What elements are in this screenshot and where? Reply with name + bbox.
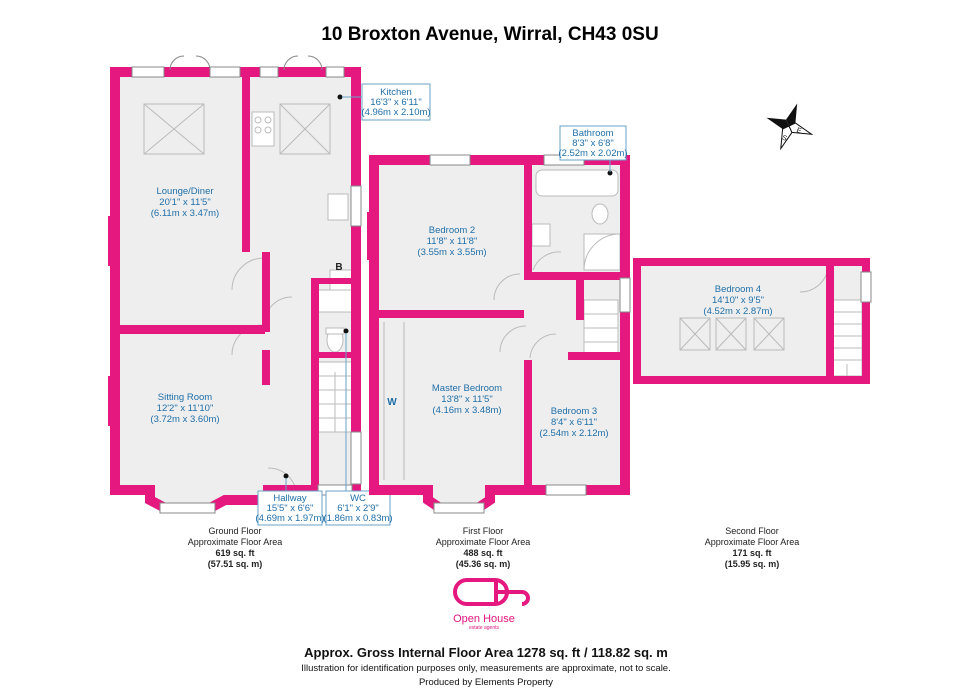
room-label-bathroom: Bathroom 8'3" x 6'8" (2.52m x 2.02m) xyxy=(558,125,628,172)
floor-caption: Approximate Floor Area xyxy=(705,537,800,547)
room-name: Master Bedroom xyxy=(432,383,502,394)
compass-e: E xyxy=(795,127,802,135)
room-label-master: Master Bedroom 13'8" x 11'5" (4.16m x 3.… xyxy=(432,383,502,416)
room-dimensions-metric: (1.86m x 0.83m) xyxy=(323,513,392,524)
floor-sqft: 171 sq. ft xyxy=(732,548,771,558)
room-name: Kitchen xyxy=(380,87,412,98)
logo-name: Open House xyxy=(453,613,515,625)
room-label-wc: WC 6'1" x 2'9" (1.86m x 0.83m) xyxy=(323,333,393,526)
producer-credit: Produced by Elements Property xyxy=(419,677,553,688)
floor-sqft: 619 sq. ft xyxy=(215,548,254,558)
room-name: Hallway xyxy=(273,493,307,504)
room-dimensions-imperial: 8'4" x 6'11" xyxy=(551,417,597,428)
room-name: Bedroom 3 xyxy=(551,406,597,417)
room-dimensions-metric: (3.72m x 3.60m) xyxy=(150,414,219,425)
room-dimensions-metric: (4.69m x 1.97m) xyxy=(255,513,324,524)
ground-floor-plan: B xyxy=(108,55,362,514)
room-dimensions-imperial: 8'3" x 6'8" xyxy=(572,138,614,149)
compass-icon: N E S W xyxy=(766,103,814,151)
room-name: Bedroom 4 xyxy=(715,284,761,295)
room-dimensions-metric: (3.55m x 3.55m) xyxy=(417,247,486,258)
compass-w: W xyxy=(774,119,783,128)
gross-floor-area: Approx. Gross Internal Floor Area 1278 s… xyxy=(304,645,668,660)
room-dimensions-imperial: 13'8" x 11'5" xyxy=(441,394,492,405)
floor-caption-first: First Floor Approximate Floor Area 488 s… xyxy=(436,526,531,569)
page-title: 10 Broxton Avenue, Wirral, CH43 0SU xyxy=(321,24,658,45)
room-dimensions-metric: (4.16m x 3.48m) xyxy=(432,405,501,416)
floor-sqm: (45.36 sq. m) xyxy=(456,559,511,569)
room-label-kitchen: Kitchen 16'3" x 6'11" (4.96m x 2.10m) xyxy=(342,83,431,121)
room-name: Bathroom xyxy=(572,128,613,139)
room-dimensions-imperial: 20'1" x 11'5" xyxy=(159,197,210,208)
wardrobe-marker: W xyxy=(387,397,397,408)
room-dimensions-metric: (6.11m x 3.47m) xyxy=(151,208,219,219)
second-floor-plan xyxy=(633,258,872,384)
compass-s: S xyxy=(781,135,788,143)
room-label-bedroom4: Bedroom 4 14'10" x 9'5" (4.52m x 2.87m) xyxy=(703,284,772,317)
room-dimensions-metric: (2.52m x 2.02m) xyxy=(558,148,627,159)
floor-caption: Approximate Floor Area xyxy=(188,537,283,547)
room-label-lounge: Lounge/Diner 20'1" x 11'5" (6.11m x 3.47… xyxy=(151,186,219,219)
room-label-sitting: Sitting Room 12'2" x 11'10" (3.72m x 3.6… xyxy=(150,392,219,425)
floor-sqft: 488 sq. ft xyxy=(463,548,502,558)
floor-name: Ground Floor xyxy=(208,526,261,536)
logo-tagline: estate agents xyxy=(469,625,500,631)
room-name: Bedroom 2 xyxy=(429,225,475,236)
room-dimensions-metric: (4.96m x 2.10m) xyxy=(361,107,430,118)
room-dimensions-imperial: 16'3" x 6'11" xyxy=(370,97,421,108)
room-name: WC xyxy=(350,493,366,504)
room-dimensions-imperial: 14'10" x 9'5" xyxy=(712,295,764,306)
floor-caption-ground: Ground Floor Approximate Floor Area 619 … xyxy=(188,526,283,569)
floor-name: First Floor xyxy=(463,526,504,536)
room-dimensions-imperial: 6'1" x 2'9" xyxy=(337,503,379,514)
disclaimer: Illustration for identification purposes… xyxy=(301,663,670,674)
open-house-logo: Open House estate agents xyxy=(453,578,530,631)
floor-sqm: (57.51 sq. m) xyxy=(208,559,263,569)
room-dimensions-imperial: 15'5" x 6'6" xyxy=(267,503,314,514)
room-dimensions-metric: (2.54m x 2.12m) xyxy=(539,428,608,439)
room-label-hallway: Hallway 15'5" x 6'6" (4.69m x 1.97m) xyxy=(255,478,325,526)
compass-n: N xyxy=(789,111,796,119)
floor-name: Second Floor xyxy=(725,526,779,536)
room-dimensions-metric: (4.52m x 2.87m) xyxy=(703,306,772,317)
room-label-bedroom2: Bedroom 2 11'8" x 11'8" (3.55m x 3.55m) xyxy=(417,225,486,258)
floor-caption: Approximate Floor Area xyxy=(436,537,531,547)
first-floor-plan: W xyxy=(367,154,631,514)
room-dimensions-imperial: 11'8" x 11'8" xyxy=(427,236,478,247)
room-name: Sitting Room xyxy=(158,392,212,403)
boiler-marker: B xyxy=(335,262,342,273)
floor-caption-second: Second Floor Approximate Floor Area 171 … xyxy=(705,526,800,569)
room-dimensions-imperial: 12'2" x 11'10" xyxy=(157,403,214,414)
room-name: Lounge/Diner xyxy=(156,186,213,197)
floor-sqm: (15.95 sq. m) xyxy=(725,559,780,569)
room-label-bedroom3: Bedroom 3 8'4" x 6'11" (2.54m x 2.12m) xyxy=(539,406,608,439)
